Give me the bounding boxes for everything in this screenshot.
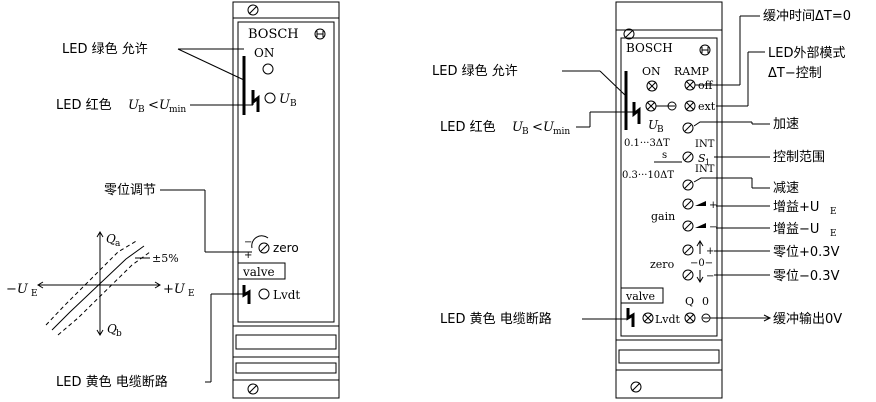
left-led-red-label: LED 红色: [56, 97, 112, 113]
left-led-red-sub: B: [138, 105, 145, 115]
left-led-green-label: LED 绿色 允许: [62, 41, 148, 57]
accel-label: 加速: [773, 117, 799, 132]
right-led-red-sub: B: [522, 127, 529, 137]
left-led-on: [262, 63, 274, 75]
graph-plus-ue-sub: E: [188, 289, 195, 299]
right-led-red-u2: U: [543, 120, 555, 135]
gain-minus-label: 增益−U: [773, 222, 819, 237]
left-minus: −: [244, 237, 252, 248]
left-brand: BOSCH: [248, 27, 299, 42]
right-s1-sub: 1: [705, 158, 710, 167]
right-brand: BOSCH: [626, 41, 673, 55]
right-zero-plus-pot[interactable]: [682, 244, 694, 256]
zero-plus-label: 零位+0.3V: [773, 245, 840, 260]
left-led-red-sub2: min: [169, 105, 186, 115]
gain-plus-label: 增益+U: [773, 200, 819, 215]
left-module: BOSCH ON U B − + zero valve Lvdt: [232, 1, 340, 399]
right-led-red-u: U: [512, 120, 524, 135]
graph-qa-sub: a: [115, 239, 121, 249]
led-ext-mode-label: LED外部模式: [768, 46, 845, 61]
right-zero-mid: −0−: [690, 258, 713, 269]
right-ext-label: ext: [698, 100, 716, 113]
zero-minus-label: 零位−0.3V: [773, 269, 840, 284]
left-led-yellow-label: LED 黄色 电缆断路: [56, 374, 168, 390]
right-ub-sub: B: [657, 125, 664, 135]
right-led-red-sub2: min: [553, 127, 570, 137]
gain-plus-sub: E: [830, 207, 837, 217]
right-gain-label: gain: [651, 210, 675, 223]
right-led-red-label: LED 红色: [440, 119, 496, 135]
right-lvdt-label: Lvdt: [655, 313, 681, 326]
graph-qa: Q: [106, 232, 116, 246]
left-ub-label: U: [279, 92, 291, 107]
right-accel-pot[interactable]: [682, 122, 694, 134]
left-on-label: ON: [254, 46, 274, 60]
graph-minus-ue: −U: [6, 282, 29, 297]
right-int1: INT: [695, 139, 715, 150]
left-lvdt-label: Lvdt: [273, 288, 300, 302]
right-zero-label: zero: [650, 258, 675, 271]
control-range-label: 控制范围: [773, 150, 825, 165]
left-ub-sub: B: [290, 99, 297, 109]
graph-qb-sub: b: [116, 329, 122, 339]
right-q-label: Q: [685, 295, 694, 308]
characteristic-graph: Q a Q b −U E +U E ±5%: [6, 231, 195, 339]
right-zero-plus: +: [706, 246, 714, 257]
right-decel-pot[interactable]: [682, 179, 694, 191]
buffer-out-label: 缓冲输出0V: [773, 311, 842, 327]
left-ground-icon: [314, 28, 326, 40]
right-s-pot[interactable]: [682, 151, 694, 163]
left-led-lvdt: [258, 288, 270, 300]
right-gain-plus-pot[interactable]: [682, 198, 694, 210]
right-callouts-right: 缓冲时间ΔT=0 LED外部模式 ΔT−控制 加速 控制范围 减速 增益+U E…: [695, 9, 851, 327]
right-range2: 0.3···10ΔT: [622, 170, 674, 181]
left-led-red-lt: <: [148, 98, 159, 113]
graph-minus-ue-sub: E: [31, 289, 38, 299]
left-led-ub: [264, 92, 276, 104]
graph-pct: ±5%: [152, 252, 179, 265]
right-ramp-label: RAMP: [674, 65, 709, 78]
right-callouts-left: LED 绿色 允许 LED 红色 U B < U min LED 黄色 电缆断路: [432, 63, 634, 327]
right-zero-minus-pot[interactable]: [682, 269, 694, 281]
left-zero-pot[interactable]: [258, 242, 270, 254]
left-plus: +: [244, 250, 252, 261]
left-valve-label: valve: [242, 265, 275, 279]
graph-qb: Q: [107, 322, 117, 336]
right-led-red-lt: <: [532, 120, 543, 135]
decel-label: 减速: [773, 181, 799, 196]
gain-minus-sub: E: [830, 229, 837, 239]
right-led-yellow-label: LED 黄色 电缆断路: [440, 311, 552, 327]
right-range1: 0.1···3ΔT: [624, 138, 670, 149]
zero-adjust-label: 零位调节: [104, 183, 156, 198]
right-int2: INT: [695, 164, 715, 175]
right-s-label: s: [662, 150, 667, 161]
right-ground-icon: [699, 44, 711, 56]
right-gain-plus: +: [709, 200, 717, 211]
left-callouts: LED 绿色 允许 LED 红色 U B < U min 零位调节 LED 黄色…: [56, 41, 254, 390]
right-zero-digit: 0: [702, 295, 709, 308]
right-module: BOSCH ON RAMP off ext U B 0.1···3ΔT INT …: [615, 1, 723, 399]
right-on-label: ON: [642, 65, 661, 78]
right-led-green-label: LED 绿色 允许: [432, 63, 518, 79]
left-zero-label: zero: [273, 241, 299, 255]
graph-plus-ue: +U: [163, 282, 186, 297]
buffer-time-label: 缓冲时间ΔT=0: [763, 9, 851, 24]
right-zero-minus: −: [706, 271, 714, 282]
dt-control-label: ΔT−控制: [768, 66, 822, 81]
right-gain-minus: −: [709, 222, 717, 233]
right-valve-label: valve: [625, 290, 655, 303]
right-gain-minus-pot[interactable]: [682, 220, 694, 232]
left-led-red-u2: U: [159, 98, 171, 113]
right-s1-label: S: [698, 152, 706, 165]
right-ub-label: U: [648, 118, 659, 132]
left-led-red-u: U: [128, 98, 140, 113]
